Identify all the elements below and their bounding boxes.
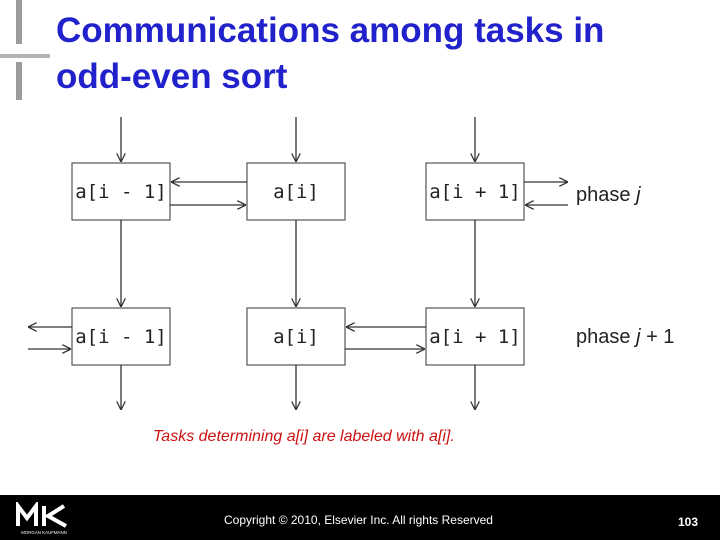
task-box-r1-c1	[71, 162, 171, 221]
task-label-r2-c2: a[i]	[273, 326, 319, 348]
title-line-1: Communications among tasks in	[56, 11, 605, 50]
decor-vertical-bar	[16, 0, 22, 44]
phase-j-label: phase j	[576, 184, 641, 206]
task-label-r2-c1: a[i - 1]	[75, 326, 167, 348]
task-box-r2-c2	[246, 307, 346, 366]
task-label-r1-c1: a[i - 1]	[75, 181, 167, 203]
decor-horizontal-bar	[0, 54, 50, 58]
task-box-r2-c3	[425, 307, 525, 366]
diagram-caption: Tasks determining a[i] are labeled with …	[153, 428, 455, 445]
task-label-r1-c2: a[i]	[273, 181, 319, 203]
title-line-2: odd-even sort	[56, 57, 288, 96]
slide-title: Communications among tasks in odd-even s…	[56, 8, 604, 100]
task-box-r2-c1	[71, 307, 171, 366]
page-number: 103	[678, 515, 699, 529]
decor-vertical-bar-lower	[16, 62, 22, 100]
morgan-kaufmann-logo: MORGAN KAUFMANN	[16, 502, 67, 535]
footer-bar: MORGAN KAUFMANN Copyright © 2010, Elsevi…	[0, 495, 720, 540]
logo-text: MORGAN KAUFMANN	[21, 530, 67, 535]
task-label-r1-c3: a[i + 1]	[429, 181, 521, 203]
copyright-text: Copyright © 2010, Elsevier Inc. All righ…	[224, 513, 493, 527]
task-label-r2-c3: a[i + 1]	[429, 326, 521, 348]
task-box-r1-c2	[246, 162, 346, 221]
phase-j1-label: phase j + 1	[576, 326, 674, 348]
